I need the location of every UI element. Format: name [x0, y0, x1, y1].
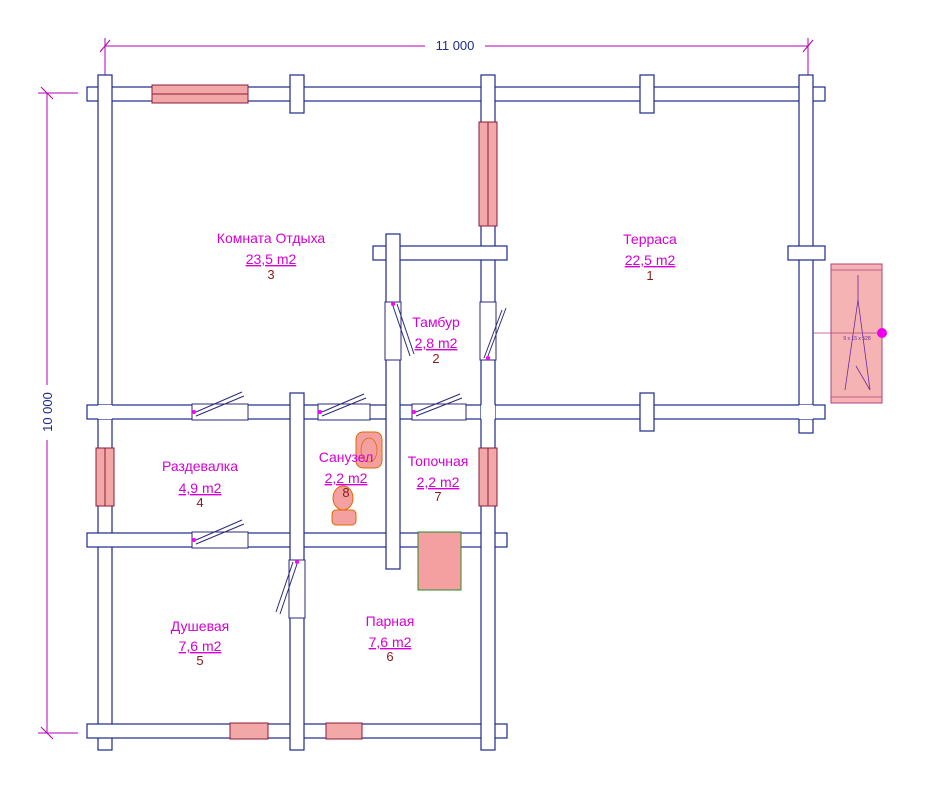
stove-icon	[417, 531, 462, 591]
room-name: Терраса	[623, 231, 677, 247]
stairs: 9 x 15 x 528	[813, 263, 887, 404]
room-label-rest-room: Комната Отдыха 23,5 m2 3	[217, 230, 326, 282]
room-name: Санузел	[319, 449, 374, 465]
room-label-steam-room: Парная 7,6 m2 6	[366, 613, 415, 664]
room-name: Раздевалка	[162, 458, 238, 474]
door	[411, 403, 467, 421]
door	[384, 301, 402, 361]
room-label-shower: Душевая 7,6 m2 5	[171, 618, 229, 668]
wall-stub	[289, 74, 305, 114]
room-number: 4	[196, 495, 203, 510]
room-number: 8	[342, 485, 349, 500]
stair-icon	[830, 263, 883, 404]
height-dimension-label: 10 000	[40, 392, 55, 432]
room-area: 7,6 m2	[179, 638, 222, 654]
room-name: Парная	[366, 613, 415, 629]
fixtures	[331, 431, 462, 591]
room-number: 3	[267, 267, 274, 282]
wall-stub	[639, 74, 655, 114]
wall-vestibule-left	[385, 233, 401, 570]
room-label-dressing-room: Раздевалка 4,9 m2 4	[162, 458, 238, 510]
room-area: 2,2 m2	[417, 474, 460, 490]
room-label-bathroom: Санузел 2,2 m2 8	[319, 449, 374, 500]
room-area: 2,2 m2	[325, 470, 368, 486]
door	[317, 403, 371, 421]
wall-joint	[799, 405, 813, 419]
room-number: 7	[434, 489, 441, 504]
door	[288, 559, 306, 619]
room-name: Комната Отдыха	[217, 230, 326, 246]
room-number: 1	[646, 268, 653, 283]
width-dimension-label: 11 000	[436, 38, 475, 53]
room-area: 22,5 m2	[625, 252, 676, 268]
room-label-vestibule: Тамбур 2,8 m2 2	[412, 314, 460, 366]
room-area: 2,8 m2	[415, 335, 458, 351]
height-dimension: 10 000	[38, 86, 78, 740]
wall-stub	[787, 245, 826, 261]
room-area: 7,6 m2	[369, 634, 412, 650]
room-number: 5	[196, 653, 203, 668]
wall-stub	[639, 392, 655, 432]
wall-vestibule	[372, 245, 508, 261]
stair-marker	[877, 328, 887, 338]
room-label-boiler-room: Топочная 2,2 m2 7	[408, 453, 469, 504]
wall-joint	[481, 405, 495, 419]
width-dimension: 11 000	[99, 37, 814, 84]
stair-label: 9 x 15 x 528	[843, 336, 870, 342]
room-number: 6	[386, 649, 393, 664]
room-area: 4,9 m2	[179, 480, 222, 496]
room-area: 23,5 m2	[246, 251, 297, 267]
room-name: Душевая	[171, 618, 229, 634]
wall-joint	[98, 405, 112, 419]
window	[229, 722, 269, 740]
toilet-icon	[331, 485, 357, 526]
window	[325, 722, 363, 740]
windows	[95, 84, 498, 740]
doors	[191, 301, 507, 619]
room-name: Топочная	[408, 453, 469, 469]
room-name: Тамбур	[412, 314, 460, 330]
room-label-terrace: Терраса 22,5 m2 1	[623, 231, 677, 283]
room-number: 2	[432, 351, 439, 366]
